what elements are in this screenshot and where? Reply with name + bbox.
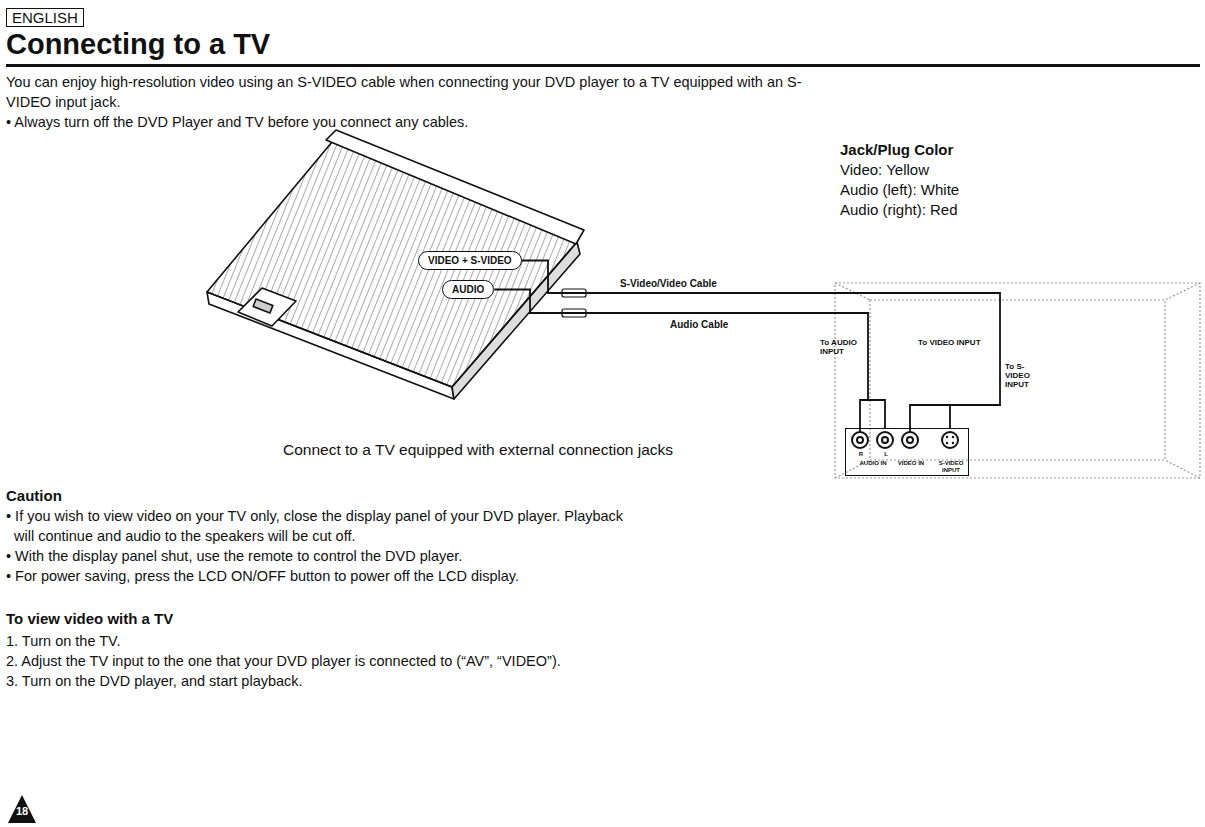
page-number-triangle bbox=[8, 795, 36, 823]
language-tab: ENGLISH bbox=[6, 8, 84, 27]
note-bullet: • Always turn off the DVD Player and TV … bbox=[6, 112, 468, 132]
jack-name: L bbox=[884, 451, 888, 458]
cable-label: Audio Cable bbox=[668, 319, 730, 331]
step-text: 2. Adjust the TV input to the one that y… bbox=[6, 651, 561, 671]
figure-caption: Connect to a TV equipped with external c… bbox=[283, 440, 673, 460]
jack-name: AUDIO IN bbox=[860, 460, 887, 467]
caution-bullet: • For power saving, press the LCD ON/OFF… bbox=[6, 566, 519, 586]
s-video-jack bbox=[942, 432, 958, 448]
player-lid bbox=[207, 142, 577, 387]
jack-pin bbox=[946, 436, 948, 438]
jack-center bbox=[882, 437, 888, 443]
color-note: Audio (left): White bbox=[840, 180, 959, 200]
jack-pin bbox=[952, 436, 954, 438]
caution-bullet: • With the display panel shut, use the r… bbox=[6, 546, 462, 566]
player-hinge bbox=[326, 130, 584, 244]
section-heading: Caution bbox=[6, 486, 62, 506]
label-text: VIDEO + S-VIDEO bbox=[428, 254, 512, 267]
video-jack bbox=[902, 432, 918, 448]
page-number: 18 bbox=[10, 805, 34, 818]
jack-pin bbox=[952, 442, 954, 444]
latch-button bbox=[253, 299, 273, 313]
step-text: 3. Turn on the DVD player, and start pla… bbox=[6, 671, 303, 691]
tv-frame bbox=[835, 283, 1200, 478]
jack-pin bbox=[946, 442, 948, 444]
legend-heading: Jack/Plug Color bbox=[840, 140, 953, 160]
jack-name: R bbox=[859, 451, 863, 458]
cable-line bbox=[494, 290, 885, 429]
cable-label: S-Video/Video Cable bbox=[618, 278, 719, 290]
jack-callout: To AUDIO INPUT bbox=[820, 338, 864, 356]
jack-callout: To S-VIDEO INPUT bbox=[1005, 362, 1047, 389]
tv-edge bbox=[835, 283, 870, 300]
step-text: 1. Turn on the TV. bbox=[6, 631, 120, 651]
jack-label: VIDEO + S-VIDEO bbox=[418, 251, 522, 270]
tv-back bbox=[870, 300, 1165, 460]
front-latch bbox=[238, 288, 296, 326]
title-rule bbox=[6, 64, 1200, 67]
caution-bullet: • If you wish to view video on your TV o… bbox=[6, 506, 642, 546]
jack-callout: To VIDEO INPUT bbox=[918, 338, 996, 347]
audio-r-jack bbox=[852, 432, 868, 448]
page-title: Connecting to a TV bbox=[6, 27, 270, 61]
audio-l-jack bbox=[877, 432, 893, 448]
tv-jacks bbox=[852, 432, 958, 448]
section-heading: To view video with a TV bbox=[6, 609, 173, 629]
jack-name: VIDEO IN bbox=[898, 460, 924, 467]
tv-edge bbox=[1165, 283, 1200, 300]
label-text: AUDIO bbox=[452, 283, 484, 296]
intro-paragraph: You can enjoy high-resolution video usin… bbox=[6, 72, 821, 112]
color-note: Video: Yellow bbox=[840, 160, 929, 180]
tv-outline bbox=[835, 283, 1200, 478]
jack-name: S-VIDEO INPUT bbox=[936, 460, 966, 473]
jack-panel: R L AUDIO IN VIDEO IN S-VIDEO INPUT bbox=[845, 428, 969, 476]
color-note: Audio (right): Red bbox=[840, 200, 958, 220]
cable-line bbox=[522, 261, 1000, 429]
jack-label: AUDIO bbox=[442, 280, 494, 299]
tv-edge bbox=[1165, 460, 1200, 478]
jack-center bbox=[907, 437, 913, 443]
jack-center bbox=[857, 437, 863, 443]
dvd-player bbox=[207, 130, 584, 399]
